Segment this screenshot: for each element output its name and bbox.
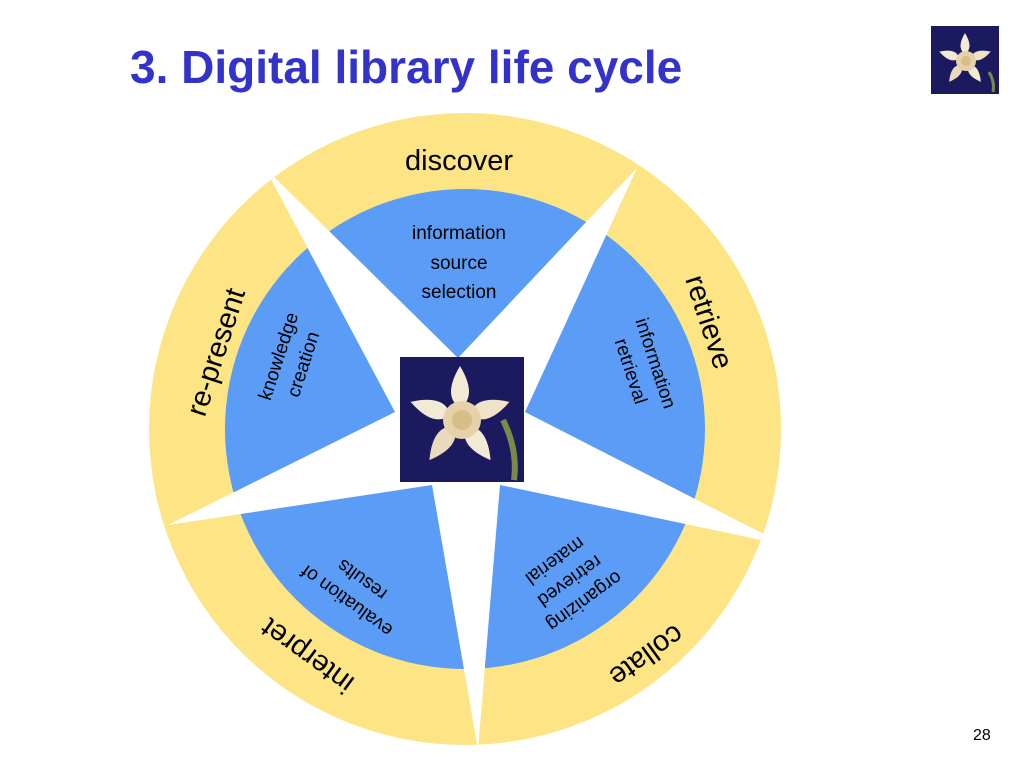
- page-number: 28: [973, 727, 991, 744]
- sector-label-discover: information source selection: [412, 223, 506, 303]
- daffodil-logo-icon: [931, 26, 999, 94]
- svg-text:selection: selection: [422, 282, 497, 303]
- svg-text:source: source: [430, 253, 487, 274]
- slide-title: 3. Digital library life cycle: [130, 41, 683, 93]
- svg-text:information: information: [412, 223, 506, 244]
- stage-label-discover: discover: [405, 145, 513, 177]
- center-photo: [400, 357, 524, 482]
